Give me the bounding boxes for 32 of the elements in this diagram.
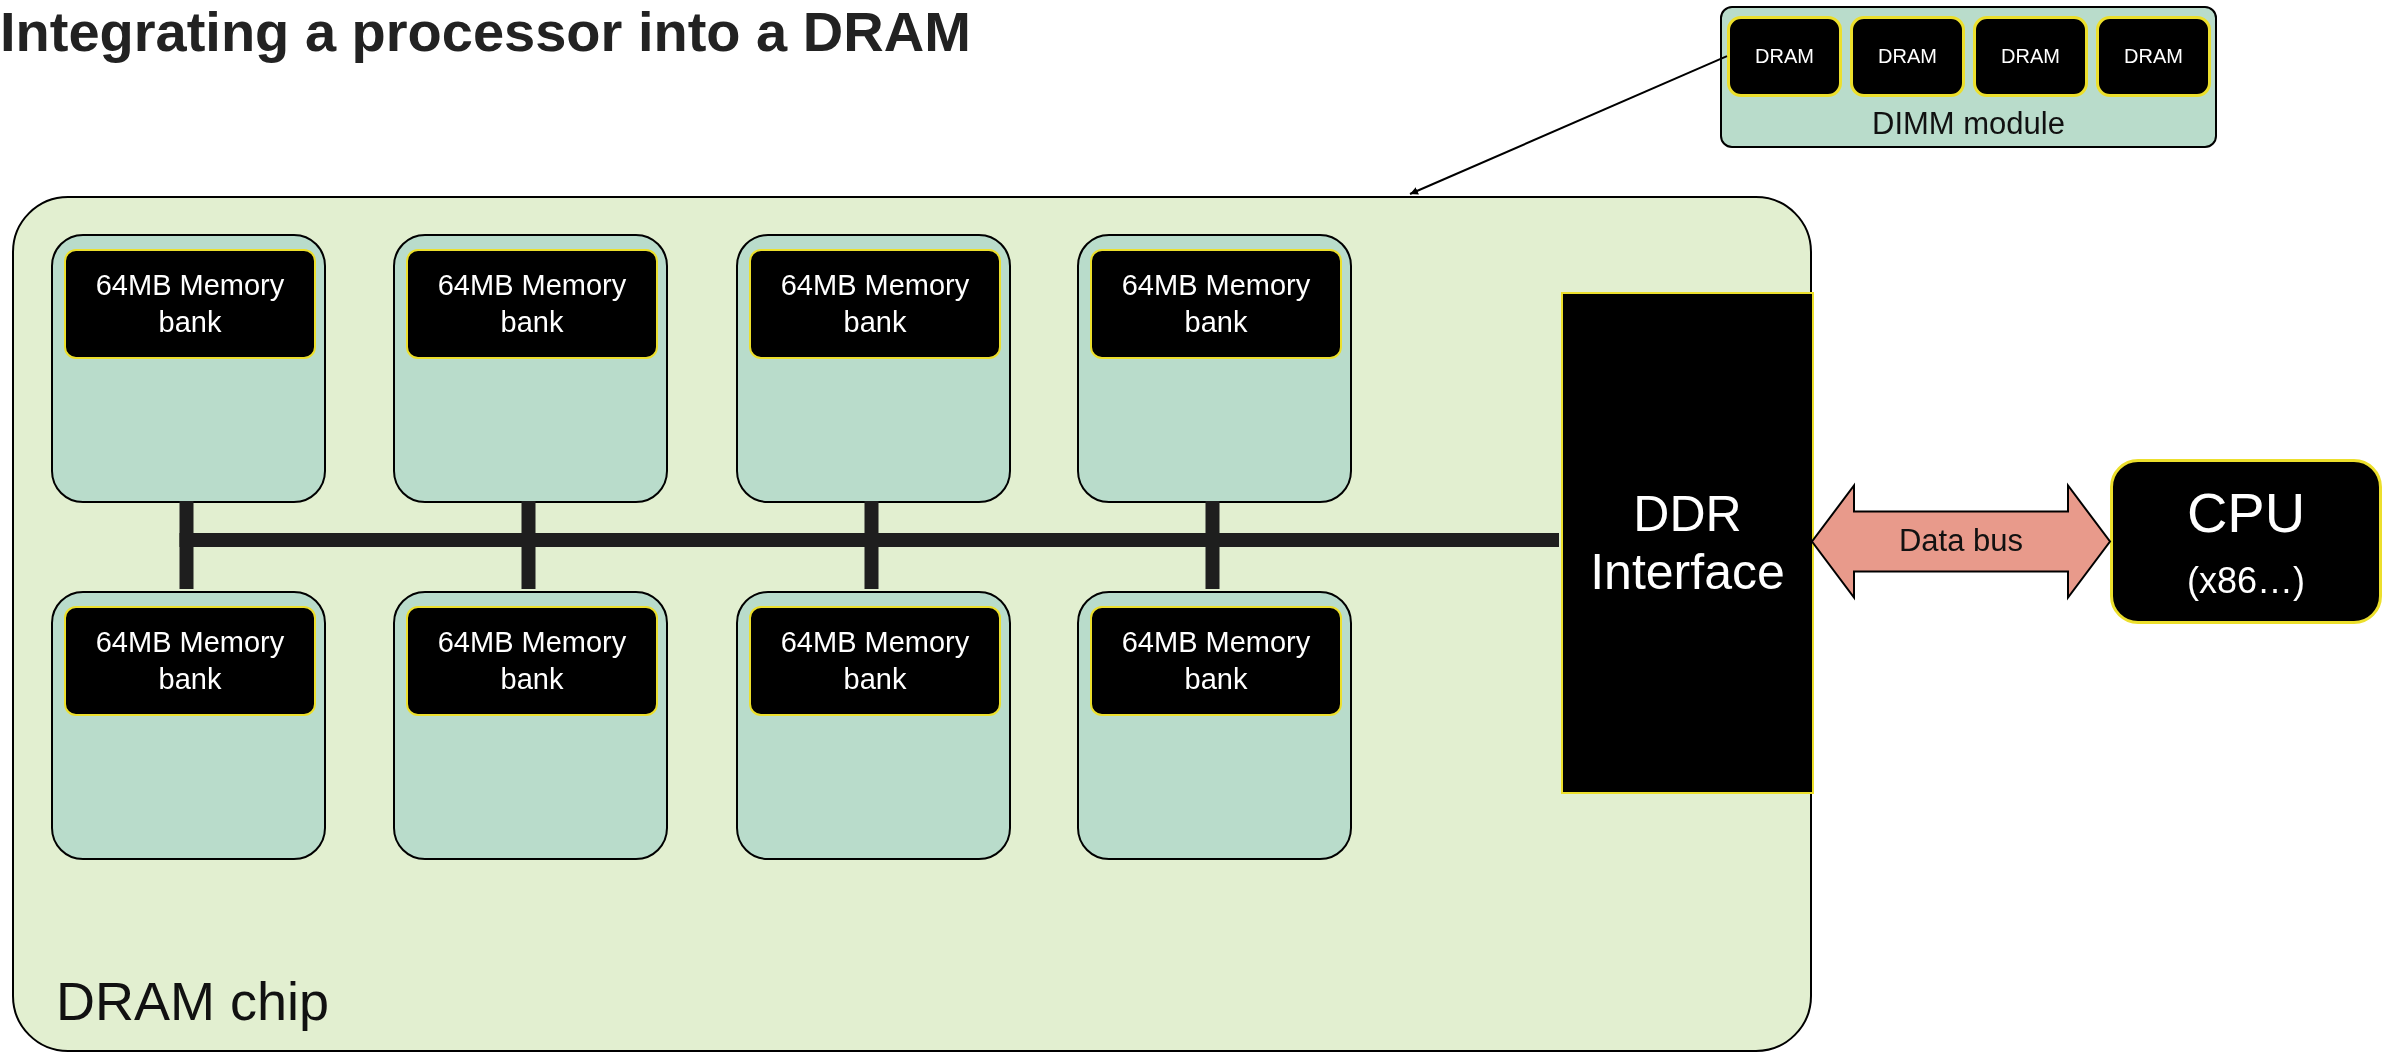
memory-bank-box bbox=[1077, 591, 1352, 860]
processor-subtitle: (x86…) bbox=[2186, 560, 2306, 602]
memory-bank-label: 64MB Memory bank bbox=[749, 249, 1001, 359]
memory-bank-box bbox=[736, 591, 1011, 860]
memory-chip-block: DRAM bbox=[1973, 16, 2088, 97]
memory-bank-label: 64MB Memory bank bbox=[749, 606, 1001, 716]
memory-bank-box bbox=[393, 234, 668, 503]
chip-label: DRAM chip bbox=[56, 970, 330, 1032]
memory-chip-block: DRAM bbox=[2096, 16, 2211, 97]
processor-title: CPU bbox=[2185, 480, 2307, 545]
memory-bank-box bbox=[736, 234, 1011, 503]
memory-bank-label: 64MB Memory bank bbox=[406, 249, 658, 359]
memory-bank-box bbox=[51, 234, 326, 503]
memory-bank-label: 64MB Memory bank bbox=[64, 606, 316, 716]
memory-bank-box bbox=[393, 591, 668, 860]
module-board bbox=[1720, 6, 2217, 148]
memory-bank-label: 64MB Memory bank bbox=[64, 249, 316, 359]
memory-chip-block: DRAM bbox=[1727, 16, 1842, 97]
module-label: DIMM module bbox=[1871, 106, 2066, 142]
memory-bank-box bbox=[1077, 234, 1352, 503]
edge-label: Data bus bbox=[1897, 521, 2025, 560]
memory-bank-box bbox=[51, 591, 326, 860]
memory-bank-label: 64MB Memory bank bbox=[406, 606, 658, 716]
block-arrow bbox=[1810, 482, 2112, 601]
memory-chip-block: DRAM bbox=[1850, 16, 1965, 97]
processor-box bbox=[2110, 459, 2382, 624]
chip-container bbox=[12, 196, 1812, 1052]
slide-title: Integrating a processor into a DRAM bbox=[0, 0, 971, 64]
memory-bank-label: 64MB Memory bank bbox=[1090, 249, 1342, 359]
arrow bbox=[1409, 55, 1728, 195]
interface-block: DDR Interface bbox=[1561, 292, 1814, 794]
memory-bank-label: 64MB Memory bank bbox=[1090, 606, 1342, 716]
